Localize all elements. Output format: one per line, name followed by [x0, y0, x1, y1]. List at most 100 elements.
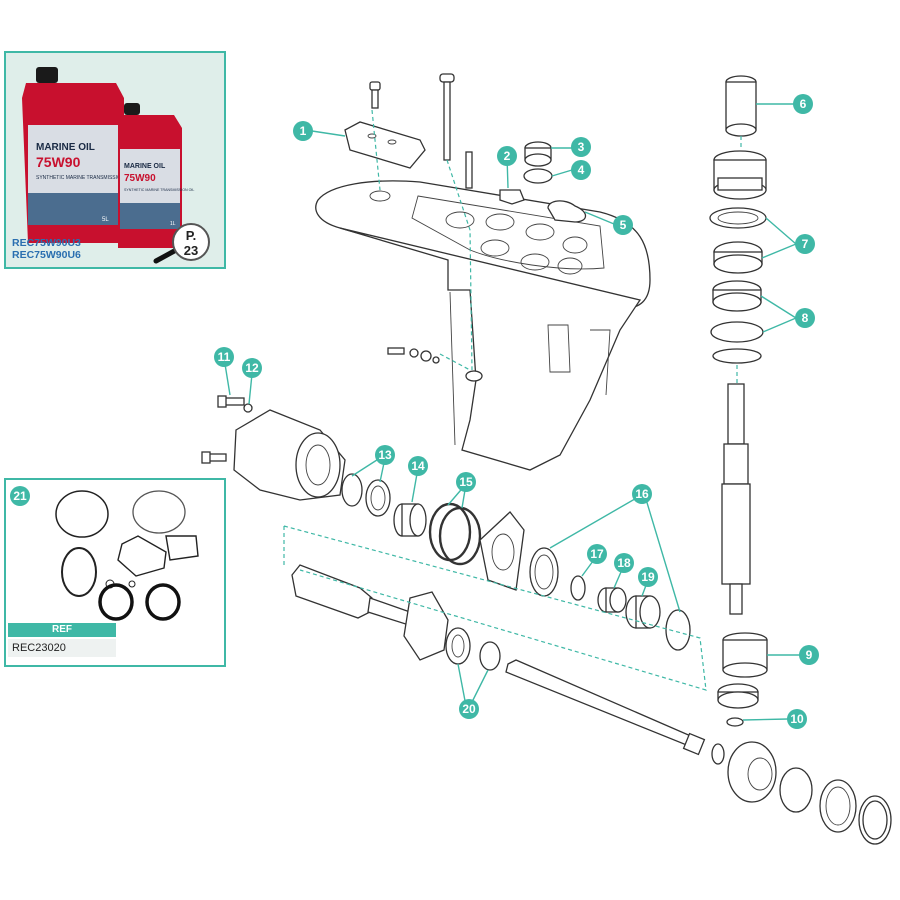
top-screw [369, 81, 381, 109]
svg-text:75W90: 75W90 [124, 173, 156, 184]
pinion-gear [717, 683, 759, 709]
washer-12 [243, 403, 253, 413]
callout-2: 2 [497, 146, 517, 166]
dashed-guides [283, 109, 742, 691]
callout-19: 19 [638, 567, 658, 587]
seal-5 [547, 200, 587, 223]
o-rings-15 [428, 502, 482, 566]
svg-text:SYNTHETIC MARINE TRANSMISSION: SYNTHETIC MARINE TRANSMISSION OIL [124, 188, 194, 192]
oil-bottles-image: MARINE OIL 75W90 SYNTHETIC MARINE TRANSM… [22, 67, 194, 264]
svg-text:6: 6 [800, 97, 807, 111]
screw-lower [201, 451, 227, 464]
svg-text:18: 18 [617, 556, 631, 570]
ref-header: REF [8, 623, 116, 637]
svg-text:5: 5 [620, 218, 627, 232]
anode-plate [344, 121, 426, 169]
driveshaft [721, 383, 751, 615]
bushing-3 [524, 141, 552, 167]
bearing-7 [709, 207, 767, 274]
svg-text:4: 4 [578, 163, 585, 177]
svg-text:11: 11 [218, 350, 231, 364]
callout-17: 17 [587, 544, 607, 564]
callout-13: 13 [375, 445, 395, 465]
svg-text:3: 3 [578, 140, 585, 154]
svg-text:13: 13 [378, 448, 392, 462]
oil-bottle-large: MARINE OIL 75W90 SYNTHETIC MARINE TRANSM… [22, 67, 134, 243]
callout-12: 12 [242, 358, 262, 378]
svg-text:16: 16 [635, 487, 649, 501]
bearing-20 [445, 627, 501, 671]
gasket [479, 511, 525, 591]
oil-bottle-small: MARINE OIL 75W90 SYNTHETIC MARINE TRANSM… [118, 103, 194, 248]
gearcase-housing [315, 180, 651, 471]
race-16 [529, 547, 559, 597]
seal-kit-panel: 21 REF REC23020 [4, 478, 226, 667]
svg-text:1L: 1L [170, 221, 176, 227]
nut-10 [726, 717, 744, 727]
propshaft [505, 659, 725, 765]
svg-text:17: 17 [590, 547, 604, 561]
bearing-9 [722, 632, 768, 678]
cone-bearing-16 [665, 609, 691, 651]
callout-20: 20 [459, 699, 479, 719]
callout-1: 1 [293, 121, 313, 141]
callout-18: 18 [614, 553, 634, 573]
ref-code: REC23020 [8, 639, 116, 657]
callout-11: 11 [214, 347, 234, 367]
forward-bearing [779, 767, 892, 845]
oil-product-panel: MARINE OIL 75W90 SYNTHETIC MARINE TRANSM… [4, 51, 226, 269]
callout-10: 10 [787, 709, 807, 729]
svg-text:20: 20 [462, 702, 476, 716]
callout-4: 4 [571, 160, 591, 180]
pump-housing [713, 150, 767, 200]
screw-11 [217, 395, 245, 408]
washer-17 [570, 575, 586, 601]
oil-product-codes: REC75W90U3 REC75W90U6 [12, 237, 81, 261]
svg-text:MARINE OIL: MARINE OIL [36, 142, 95, 153]
o-ring-2 [499, 189, 525, 205]
svg-text:12: 12 [245, 361, 259, 375]
callout-15: 15 [456, 472, 476, 492]
callout-3: 3 [571, 137, 591, 157]
small-hardware [387, 347, 483, 382]
svg-text:21: 21 [13, 489, 27, 503]
callout-8: 8 [795, 308, 815, 328]
svg-text:SYNTHETIC MARINE TRANSMISSION: SYNTHETIC MARINE TRANSMISSION OIL [36, 175, 134, 181]
svg-text:5L: 5L [102, 217, 109, 223]
bearing-8 [710, 280, 764, 364]
oil-code-6l: REC75W90U6 [12, 249, 81, 261]
callout-16: 16 [632, 484, 652, 504]
sleeve-6 [725, 75, 757, 137]
bushing-18 [597, 587, 627, 613]
bushing-14 [393, 503, 427, 537]
long-stud [439, 73, 455, 161]
seal-kit-image: 21 [10, 486, 199, 621]
svg-text:MARINE OIL: MARINE OIL [124, 163, 166, 170]
svg-text:14: 14 [411, 459, 425, 473]
short-stud [465, 151, 473, 189]
svg-text:8: 8 [802, 311, 809, 325]
page-reference-badge[interactable]: P. 23 [172, 223, 210, 261]
svg-text:7: 7 [802, 237, 809, 251]
svg-text:2: 2 [504, 149, 511, 163]
o-ring-4 [523, 168, 553, 184]
callout-6: 6 [793, 94, 813, 114]
oil-code-3l: REC75W90U3 [12, 237, 81, 249]
reverse-gear-shaft [291, 564, 449, 661]
svg-text:15: 15 [459, 475, 473, 489]
bearings-13 [341, 473, 391, 517]
svg-text:1: 1 [300, 124, 307, 138]
svg-text:19: 19 [641, 570, 655, 584]
callout-21: 21 [10, 486, 30, 506]
callout-9: 9 [799, 645, 819, 665]
callout-5: 5 [613, 215, 633, 235]
svg-text:10: 10 [790, 712, 804, 726]
forward-gear [727, 741, 777, 803]
callout-7: 7 [795, 234, 815, 254]
callout-bubbles: 1 2 3 4 5 6 7 8 9 10 11 12 13 14 15 16 1… [214, 94, 819, 729]
bearing-carrier [233, 409, 346, 501]
svg-text:75W90: 75W90 [36, 154, 81, 170]
svg-text:9: 9 [806, 648, 813, 662]
callout-14: 14 [408, 456, 428, 476]
